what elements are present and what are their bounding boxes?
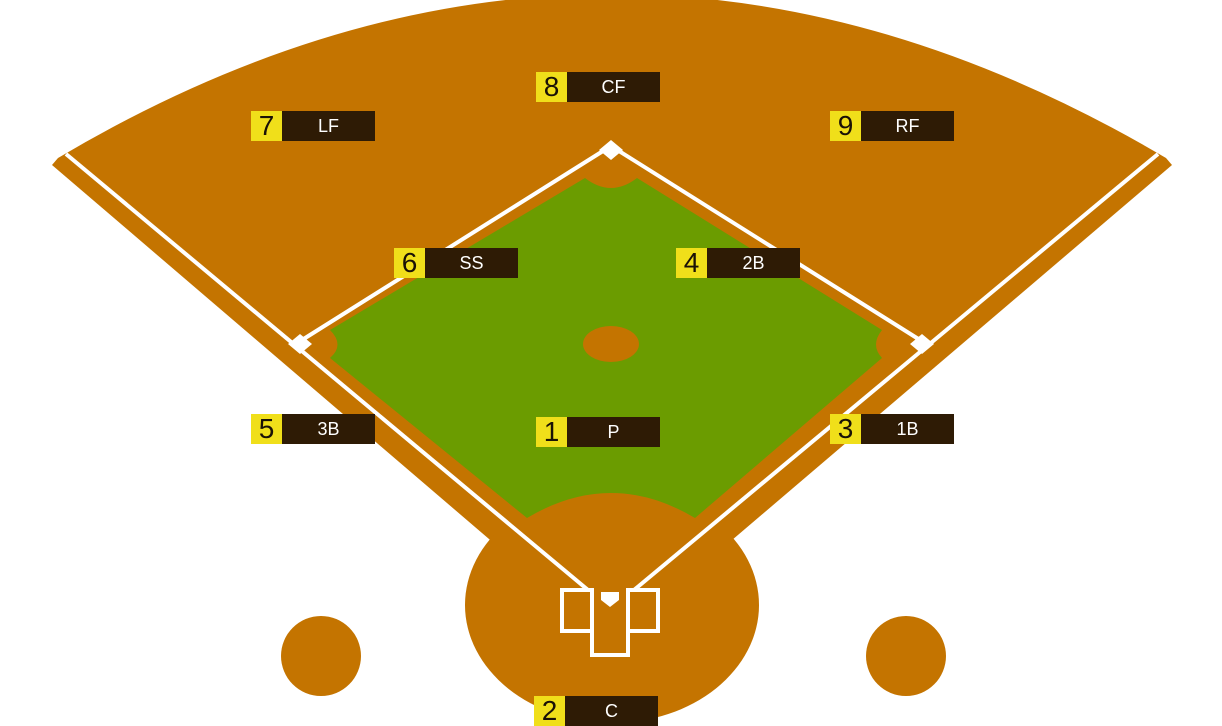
first-base: [910, 334, 934, 354]
on-deck-circle-left: [281, 616, 361, 696]
position-label: LF: [282, 111, 375, 141]
batters-box-left: [560, 588, 594, 633]
position-shortstop: 6 SS: [394, 248, 518, 278]
on-deck-circle-right: [866, 616, 946, 696]
position-number: 7: [251, 111, 282, 141]
position-number: 3: [830, 414, 861, 444]
position-number: 8: [536, 72, 567, 102]
position-pitcher: 1 P: [536, 417, 660, 447]
position-number: 4: [676, 248, 707, 278]
batters-box-right: [626, 588, 660, 633]
foul-line-left: [64, 152, 590, 592]
position-label: P: [567, 417, 660, 447]
position-number: 2: [534, 696, 565, 726]
position-left-field: 7 LF: [251, 111, 375, 141]
position-label: 1B: [861, 414, 954, 444]
position-label: CF: [567, 72, 660, 102]
position-label: SS: [425, 248, 518, 278]
position-third-base: 5 3B: [251, 414, 375, 444]
pitchers-mound: [583, 326, 639, 362]
position-catcher: 2 C: [534, 696, 658, 726]
position-second-base: 4 2B: [676, 248, 800, 278]
position-label: RF: [861, 111, 954, 141]
second-base: [599, 140, 623, 160]
foul-line-right: [632, 152, 1160, 592]
position-number: 6: [394, 248, 425, 278]
position-center-field: 8 CF: [536, 72, 660, 102]
position-label: C: [565, 696, 658, 726]
position-label: 3B: [282, 414, 375, 444]
position-number: 5: [251, 414, 282, 444]
catchers-box: [590, 612, 630, 657]
position-number: 1: [536, 417, 567, 447]
position-first-base: 3 1B: [830, 414, 954, 444]
home-plate: [601, 592, 619, 607]
third-base: [288, 334, 312, 354]
position-number: 9: [830, 111, 861, 141]
position-right-field: 9 RF: [830, 111, 954, 141]
position-label: 2B: [707, 248, 800, 278]
baseline-third-to-second: [300, 144, 613, 342]
baseline-second-to-first: [609, 144, 922, 342]
